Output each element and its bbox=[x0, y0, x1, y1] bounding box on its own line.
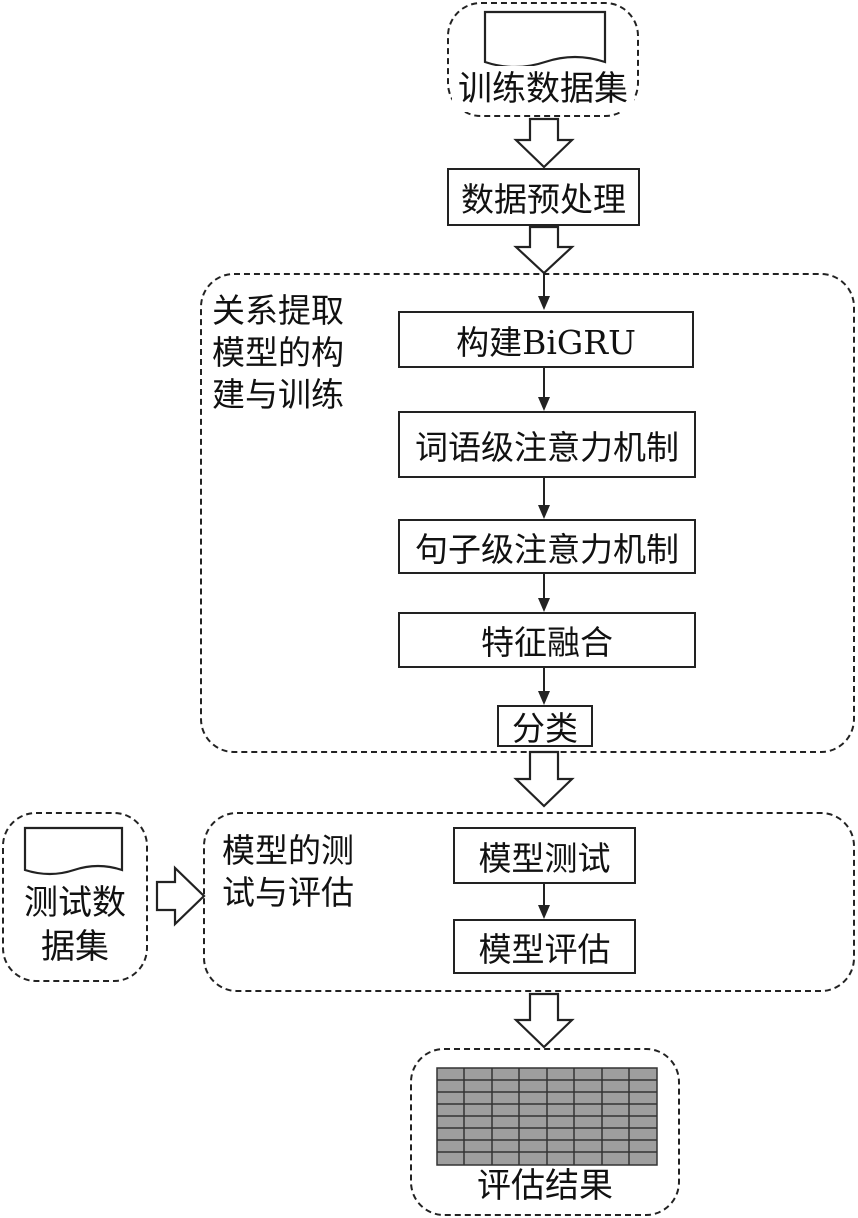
eval-result-label: 评估结果 bbox=[477, 1166, 613, 1206]
feature-fusion-step: 特征融合 bbox=[398, 612, 696, 668]
hollow-arrow-icon bbox=[155, 865, 206, 927]
test-eval-group-label: 模型的测 试与评估 bbox=[222, 830, 402, 914]
hollow-arrow-icon bbox=[513, 992, 575, 1049]
test-eval-label-line2: 试与评估 bbox=[222, 873, 354, 912]
train-dataset-container bbox=[447, 2, 639, 117]
test-dataset-label-line2: 据集 bbox=[41, 927, 109, 967]
table-grid-icon bbox=[436, 1067, 658, 1166]
document-icon bbox=[23, 826, 124, 876]
test-dataset-container bbox=[2, 812, 148, 982]
eval-result-container bbox=[410, 1048, 680, 1216]
train-dataset-label: 训练数据集 bbox=[452, 66, 634, 112]
arrow-down-icon bbox=[538, 905, 550, 919]
hollow-arrow-icon bbox=[513, 750, 575, 808]
test-dataset-label-line1: 测试数 bbox=[10, 880, 140, 926]
hollow-arrow-icon bbox=[513, 225, 575, 275]
arrow-down-icon bbox=[538, 505, 550, 519]
build-train-label-line3: 建与训练 bbox=[212, 375, 344, 414]
test-eval-label-line1: 模型的测 bbox=[222, 831, 354, 870]
preprocess-step: 数据预处理 bbox=[447, 168, 640, 226]
arrow-down-icon bbox=[538, 691, 550, 705]
model-test-eval-group bbox=[203, 812, 855, 992]
build-train-label-line2: 模型的构 bbox=[212, 333, 344, 372]
hollow-arrow-icon bbox=[513, 117, 575, 169]
arrow-down-icon bbox=[538, 397, 550, 411]
build-bigru-step: 构建BiGRU bbox=[398, 311, 694, 368]
arrow-down-icon bbox=[538, 296, 550, 310]
model-build-train-group bbox=[200, 273, 855, 753]
classify-step: 分类 bbox=[497, 705, 593, 748]
sentence-attention-step: 句子级注意力机制 bbox=[398, 519, 696, 574]
model-eval-step: 模型评估 bbox=[453, 919, 636, 974]
arrow-down-icon bbox=[538, 598, 550, 612]
build-train-group-label: 关系提取 模型的构 建与训练 bbox=[212, 290, 392, 416]
build-train-label-line1: 关系提取 bbox=[212, 291, 344, 330]
document-icon bbox=[483, 10, 607, 69]
word-attention-step: 词语级注意力机制 bbox=[398, 411, 696, 478]
model-test-step: 模型测试 bbox=[453, 827, 636, 884]
